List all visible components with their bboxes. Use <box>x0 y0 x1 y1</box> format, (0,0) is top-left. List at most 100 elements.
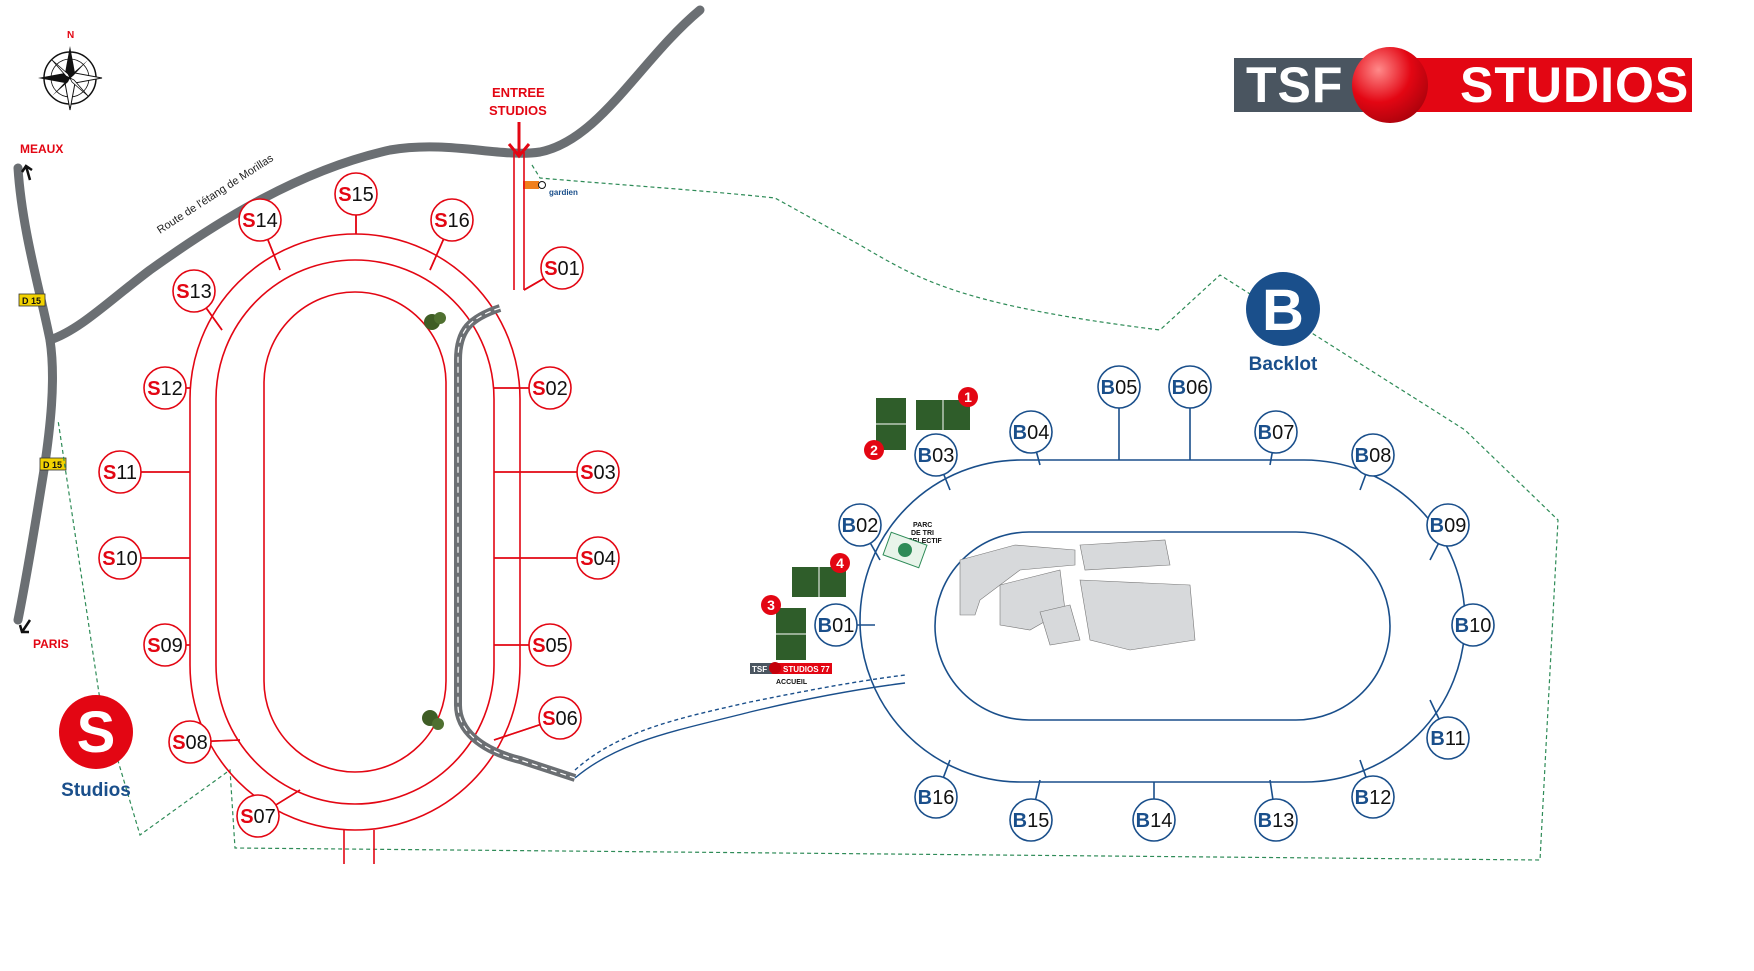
d15-sign-bottom: D 15 <box>39 457 67 471</box>
stage-label-S15: S15 <box>338 184 374 206</box>
stage-pad-B05[interactable]: B05 <box>1097 365 1141 460</box>
stage-label-B04: B04 <box>1013 422 1050 444</box>
stage-label-B01: B01 <box>818 615 855 637</box>
stage-label-B09: B09 <box>1430 515 1467 537</box>
stage-label-S01: S01 <box>544 258 580 280</box>
studios-zone-label: Studios <box>61 780 131 801</box>
gardien-marker-icon <box>538 181 546 189</box>
stage-pad-S14[interactable]: S14 <box>238 198 282 271</box>
stage-label-B12: B12 <box>1355 787 1392 809</box>
stage-label-S12: S12 <box>147 378 183 400</box>
stage-label-S03: S03 <box>580 462 616 484</box>
studio-access-road-center <box>457 307 576 779</box>
court-marker-3: 3 <box>761 595 781 615</box>
stage-label-B02: B02 <box>842 515 879 537</box>
stage-label-S08: S08 <box>172 732 208 754</box>
stage-pad-S01[interactable]: S01 <box>523 246 584 291</box>
stage-label-B14: B14 <box>1136 810 1173 832</box>
stage-pad-S10[interactable]: S10 <box>98 536 190 580</box>
entrance-arrow-icon <box>507 122 531 159</box>
stage-pad-B15[interactable]: B15 <box>1009 779 1053 842</box>
court-number: 3 <box>767 597 775 613</box>
stage-pad-S15[interactable]: S15 <box>334 172 378 234</box>
paris-arrow-icon <box>18 619 32 634</box>
stage-label-S10: S10 <box>102 548 138 570</box>
backlot-zone-badge: B <box>1246 272 1320 346</box>
stage-pad-S12[interactable]: S12 <box>143 366 190 410</box>
stage-pad-S07[interactable]: S07 <box>236 789 301 838</box>
court-number: 1 <box>964 389 972 405</box>
stage-label-B15: B15 <box>1013 810 1050 832</box>
backlot-connection-road <box>574 682 906 779</box>
stage-pad-S02[interactable]: S02 <box>494 366 572 410</box>
sports-court-3 <box>776 608 806 660</box>
paris-label: PARIS <box>33 637 69 651</box>
road-etang-morillas <box>45 5 705 345</box>
stage-pad-S06[interactable]: S06 <box>493 696 582 741</box>
stage-label-S16: S16 <box>434 210 470 232</box>
stage-pad-S11[interactable]: S11 <box>98 450 190 494</box>
stage-label-B06: B06 <box>1172 377 1209 399</box>
backlot-connection-road-lower <box>574 674 906 771</box>
recycling-icon <box>882 531 928 569</box>
stage-label-S06: S06 <box>542 708 578 730</box>
backlot-zone-letter: B <box>1262 278 1304 343</box>
backlot-zone-label: Backlot <box>1249 354 1318 375</box>
stage-pad-B12[interactable]: B12 <box>1351 759 1395 819</box>
stage-pad-S08[interactable]: S08 <box>168 720 241 764</box>
stage-label-S02: S02 <box>532 378 568 400</box>
tri-label-line2: DE TRI <box>911 530 934 537</box>
studio-road-network <box>189 152 525 864</box>
d15-sign-top: D 15 <box>18 293 46 307</box>
gardien-label: gardien <box>549 188 578 197</box>
court-number: 2 <box>870 442 878 458</box>
brand-logo-right: STUDIOS 77 <box>1406 58 1692 166</box>
stage-pad-B06[interactable]: B06 <box>1168 365 1212 460</box>
stage-pad-B09[interactable]: B09 <box>1426 503 1470 561</box>
d15-label-top: D 15 <box>22 296 41 306</box>
tree-icon <box>422 710 444 730</box>
accueil-logo-left: TSF <box>752 665 767 674</box>
stage-pad-B16[interactable]: B16 <box>914 759 958 819</box>
perimeter-fence <box>57 164 1559 861</box>
stage-label-S13: S13 <box>176 281 212 303</box>
stage-label-B16: B16 <box>918 787 955 809</box>
stage-pad-B08[interactable]: B08 <box>1351 433 1395 491</box>
stage-pad-S16[interactable]: S16 <box>429 198 474 271</box>
stage-pad-B07[interactable]: B07 <box>1254 410 1298 466</box>
stage-pad-S09[interactable]: S09 <box>143 623 190 667</box>
stage-pad-B13[interactable]: B13 <box>1254 779 1298 842</box>
stage-label-S09: S09 <box>147 635 183 657</box>
meaux-arrow-icon <box>20 164 33 181</box>
stage-pad-S03[interactable]: S03 <box>494 450 620 494</box>
stage-pad-B11[interactable]: B11 <box>1426 699 1470 760</box>
stage-pad-S04[interactable]: S04 <box>494 536 620 580</box>
road-d15 <box>13 163 57 625</box>
court-marker-1: 1 <box>958 387 978 407</box>
stage-pad-S13[interactable]: S13 <box>172 269 223 331</box>
court-marker-4: 4 <box>830 553 850 573</box>
stage-label-S04: S04 <box>580 548 616 570</box>
court-number: 4 <box>836 555 844 571</box>
accueil-logo: TSF STUDIOS 77 <box>750 662 832 674</box>
stage-label-S05: S05 <box>532 635 568 657</box>
stage-label-B11: B11 <box>1430 728 1465 750</box>
tri-label-line1: PARC <box>913 522 932 529</box>
stage-pad-B03[interactable]: B03 <box>914 433 958 491</box>
stage-pad-S05[interactable]: S05 <box>494 623 572 667</box>
stage-pad-B10[interactable]: B10 <box>1451 603 1495 647</box>
stage-label-S07: S07 <box>240 806 276 828</box>
sports-court-4 <box>792 567 846 597</box>
meaux-label: MEAUX <box>20 142 63 156</box>
stage-pad-B14[interactable]: B14 <box>1132 782 1176 842</box>
compass-north-label: N <box>67 30 74 41</box>
entrance-label-line2: STUDIOS <box>489 103 547 118</box>
stage-pad-B02[interactable]: B02 <box>838 503 882 561</box>
court-markers: 1 2 3 4 <box>761 387 978 615</box>
studios-zone-badge: S <box>59 695 133 769</box>
stage-pad-B04[interactable]: B04 <box>1009 410 1053 466</box>
stage-pad-B01[interactable]: B01 <box>814 603 875 647</box>
